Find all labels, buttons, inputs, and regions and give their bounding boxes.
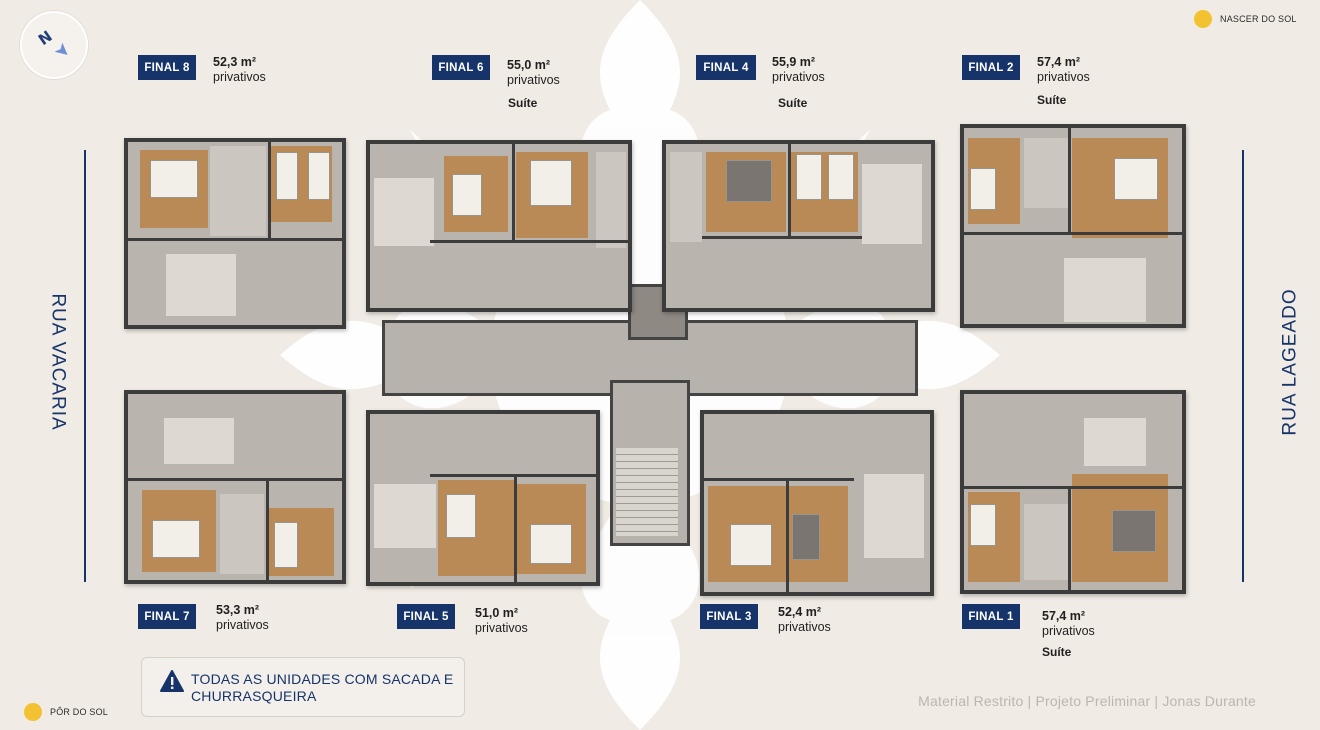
sunset-label: PÔR DO SOL — [50, 707, 109, 717]
unit-area-value: 52,3 m² — [213, 55, 257, 69]
unit-area-type: privativos — [475, 621, 528, 635]
north-letter: N — [34, 27, 56, 49]
unit-area-value: 55,9 m² — [772, 55, 816, 69]
warning-icon — [160, 670, 184, 692]
north-arrow-icon — [55, 43, 68, 55]
unit-tag-final-2: FINAL 2 — [962, 55, 1020, 80]
sunrise-icon — [1194, 10, 1212, 28]
footer-disclaimer: Material Restrito | Projeto Preliminar |… — [918, 693, 1256, 709]
unit-tag-final-1: FINAL 1 — [962, 604, 1020, 629]
unit-suite-final-4: Suíte — [778, 96, 808, 110]
unit-area-value: 51,0 m² — [475, 606, 519, 620]
sunrise-label: NASCER DO SOL — [1220, 14, 1297, 24]
unit-area-final-6: 55,0 m² privativos — [507, 58, 560, 88]
street-line-right — [1242, 150, 1244, 582]
unit-area-final-2: 57,4 m² privativos — [1037, 55, 1090, 85]
unit-area-final-8: 52,3 m² privativos — [213, 55, 266, 85]
unit-suite-final-1: Suíte — [1042, 645, 1072, 659]
unit-area-final-5: 51,0 m² privativos — [475, 606, 528, 636]
unit-area-final-7: 53,3 m² privativos — [216, 603, 269, 633]
unit-area-type: privativos — [213, 70, 266, 84]
notice-text: TODAS AS UNIDADES COM SACADA E CHURRASQU… — [191, 671, 454, 704]
unit-tag-final-8: FINAL 8 — [138, 55, 196, 80]
unit-area-type: privativos — [507, 73, 560, 87]
floor-plan-final-1 — [960, 390, 1186, 594]
unit-tag-final-5: FINAL 5 — [397, 604, 455, 629]
north-compass: N — [20, 11, 88, 79]
unit-area-type: privativos — [772, 70, 825, 84]
floor-plan-final-5 — [366, 410, 600, 586]
unit-area-value: 57,4 m² — [1042, 609, 1086, 623]
floor-plan-final-7 — [124, 390, 346, 584]
unit-tag-final-7: FINAL 7 — [138, 604, 196, 629]
staircase — [616, 448, 678, 536]
unit-tag-final-6: FINAL 6 — [432, 55, 490, 80]
unit-area-final-3: 52,4 m² privativos — [778, 605, 831, 635]
unit-area-final-1: 57,4 m² privativos — [1042, 609, 1095, 639]
sacada-notice: TODAS AS UNIDADES COM SACADA E CHURRASQU… — [141, 657, 465, 717]
unit-area-value: 53,3 m² — [216, 603, 260, 617]
unit-area-type: privativos — [216, 618, 269, 632]
unit-area-type: privativos — [1037, 70, 1090, 84]
unit-tag-final-4: FINAL 4 — [696, 55, 756, 80]
unit-suite-final-6: Suíte — [508, 96, 538, 110]
unit-suite-final-2: Suíte — [1037, 93, 1067, 107]
street-line-left — [84, 150, 86, 582]
unit-area-value: 52,4 m² — [778, 605, 822, 619]
street-right: RUA LAGEADO — [1279, 288, 1301, 436]
unit-tag-final-3: FINAL 3 — [700, 604, 758, 629]
unit-area-type: privativos — [1042, 624, 1095, 638]
unit-area-final-4: 55,9 m² privativos — [772, 55, 825, 85]
street-left: RUA VACARIA — [47, 293, 69, 431]
unit-area-value: 55,0 m² — [507, 58, 551, 72]
unit-area-value: 57,4 m² — [1037, 55, 1081, 69]
unit-area-type: privativos — [778, 620, 831, 634]
floor-plan-final-6 — [366, 140, 632, 312]
floor-plan-final-4 — [662, 140, 935, 312]
floor-plan-final-8 — [124, 138, 346, 329]
sunset-icon — [24, 703, 42, 721]
floor-plan-final-3 — [700, 410, 934, 596]
floor-plan-final-2 — [960, 124, 1186, 328]
